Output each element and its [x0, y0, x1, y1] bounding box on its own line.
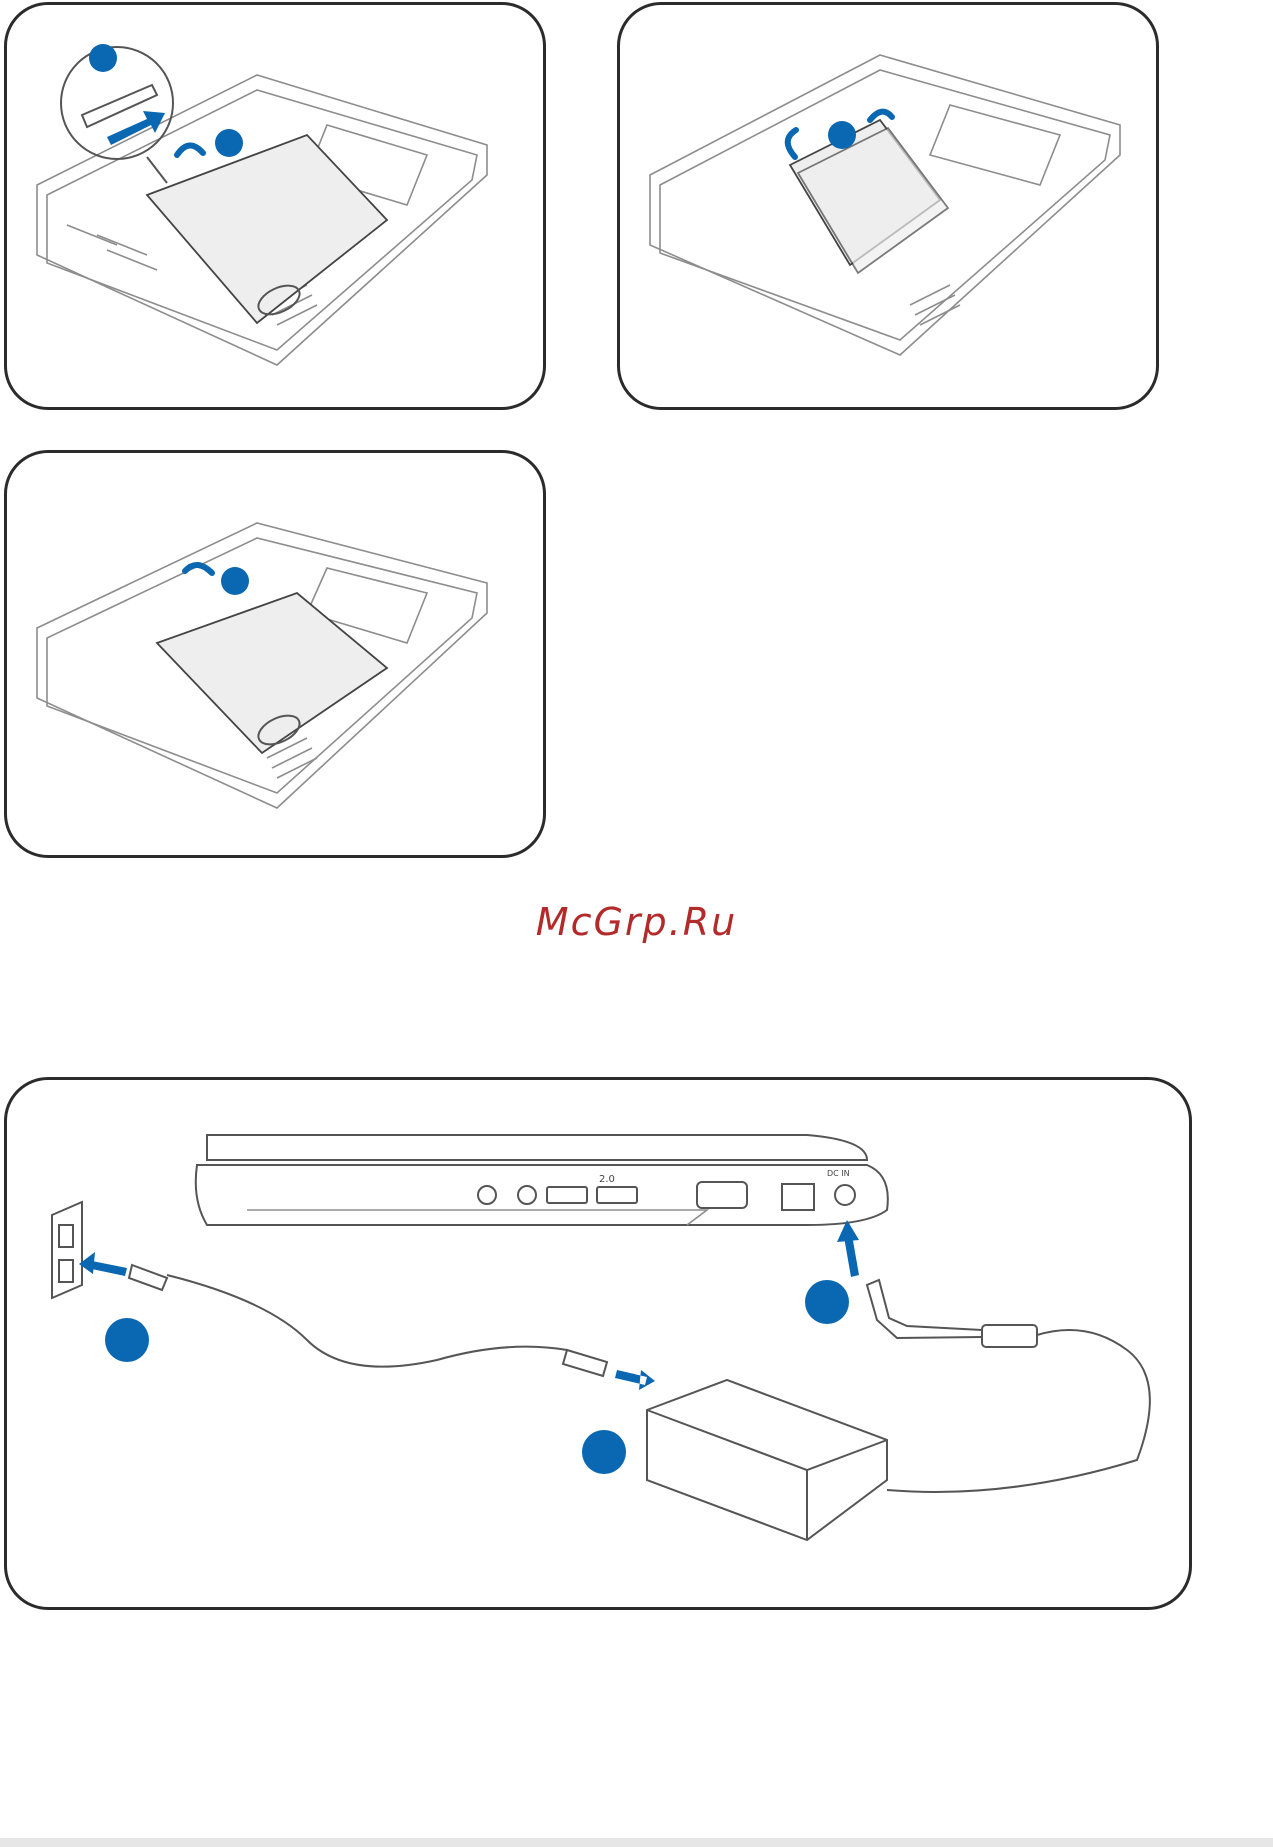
step-marker-laptop: [805, 1280, 849, 1324]
laptop-side-view: 2.0 DC IN: [196, 1135, 888, 1225]
step-marker-4: [221, 567, 249, 595]
laptop-underside-illustration-3: [7, 453, 543, 855]
plug-into-laptop-arrow-icon: [837, 1220, 859, 1277]
battery-pack: [147, 135, 387, 323]
battery-pull-out-step-panel: [617, 2, 1159, 410]
power-adapter-icon: [647, 1380, 887, 1540]
power-outlet-icon: [52, 1202, 82, 1298]
watermark: McGrp.Ru: [0, 900, 1273, 944]
pull-left-arrow-icon: [788, 130, 796, 157]
laptop-underside-illustration: [7, 5, 543, 407]
step-marker-1: [89, 44, 117, 72]
battery-remove-step-panel: [4, 2, 546, 410]
lift-arrow-icon: [177, 145, 203, 155]
page-footer-bar: [0, 1838, 1273, 1847]
laptop-underside-illustration-2: [620, 5, 1156, 407]
insert-arrow-icon: [185, 565, 212, 573]
step-marker-adapter: [582, 1430, 626, 1474]
battery-pack-inserting: [157, 593, 387, 753]
usb-version-label: 2.0: [599, 1174, 615, 1185]
battery-install-step-panel: [4, 450, 546, 858]
plug-into-outlet-arrow-icon: [79, 1252, 127, 1276]
step-marker-3: [828, 121, 856, 149]
ac-power-connection-panel: 2.0 DC IN: [4, 1077, 1192, 1610]
power-connection-illustration: 2.0 DC IN: [7, 1080, 1189, 1607]
speaker-grille-icon-2: [910, 285, 960, 325]
step-marker-2: [215, 129, 243, 157]
pull-right-arrow-icon: [870, 112, 892, 120]
dc-in-label: DC IN: [827, 1169, 850, 1178]
plug-into-adapter-arrow-icon: [615, 1370, 655, 1390]
step-marker-wall: [105, 1318, 149, 1362]
